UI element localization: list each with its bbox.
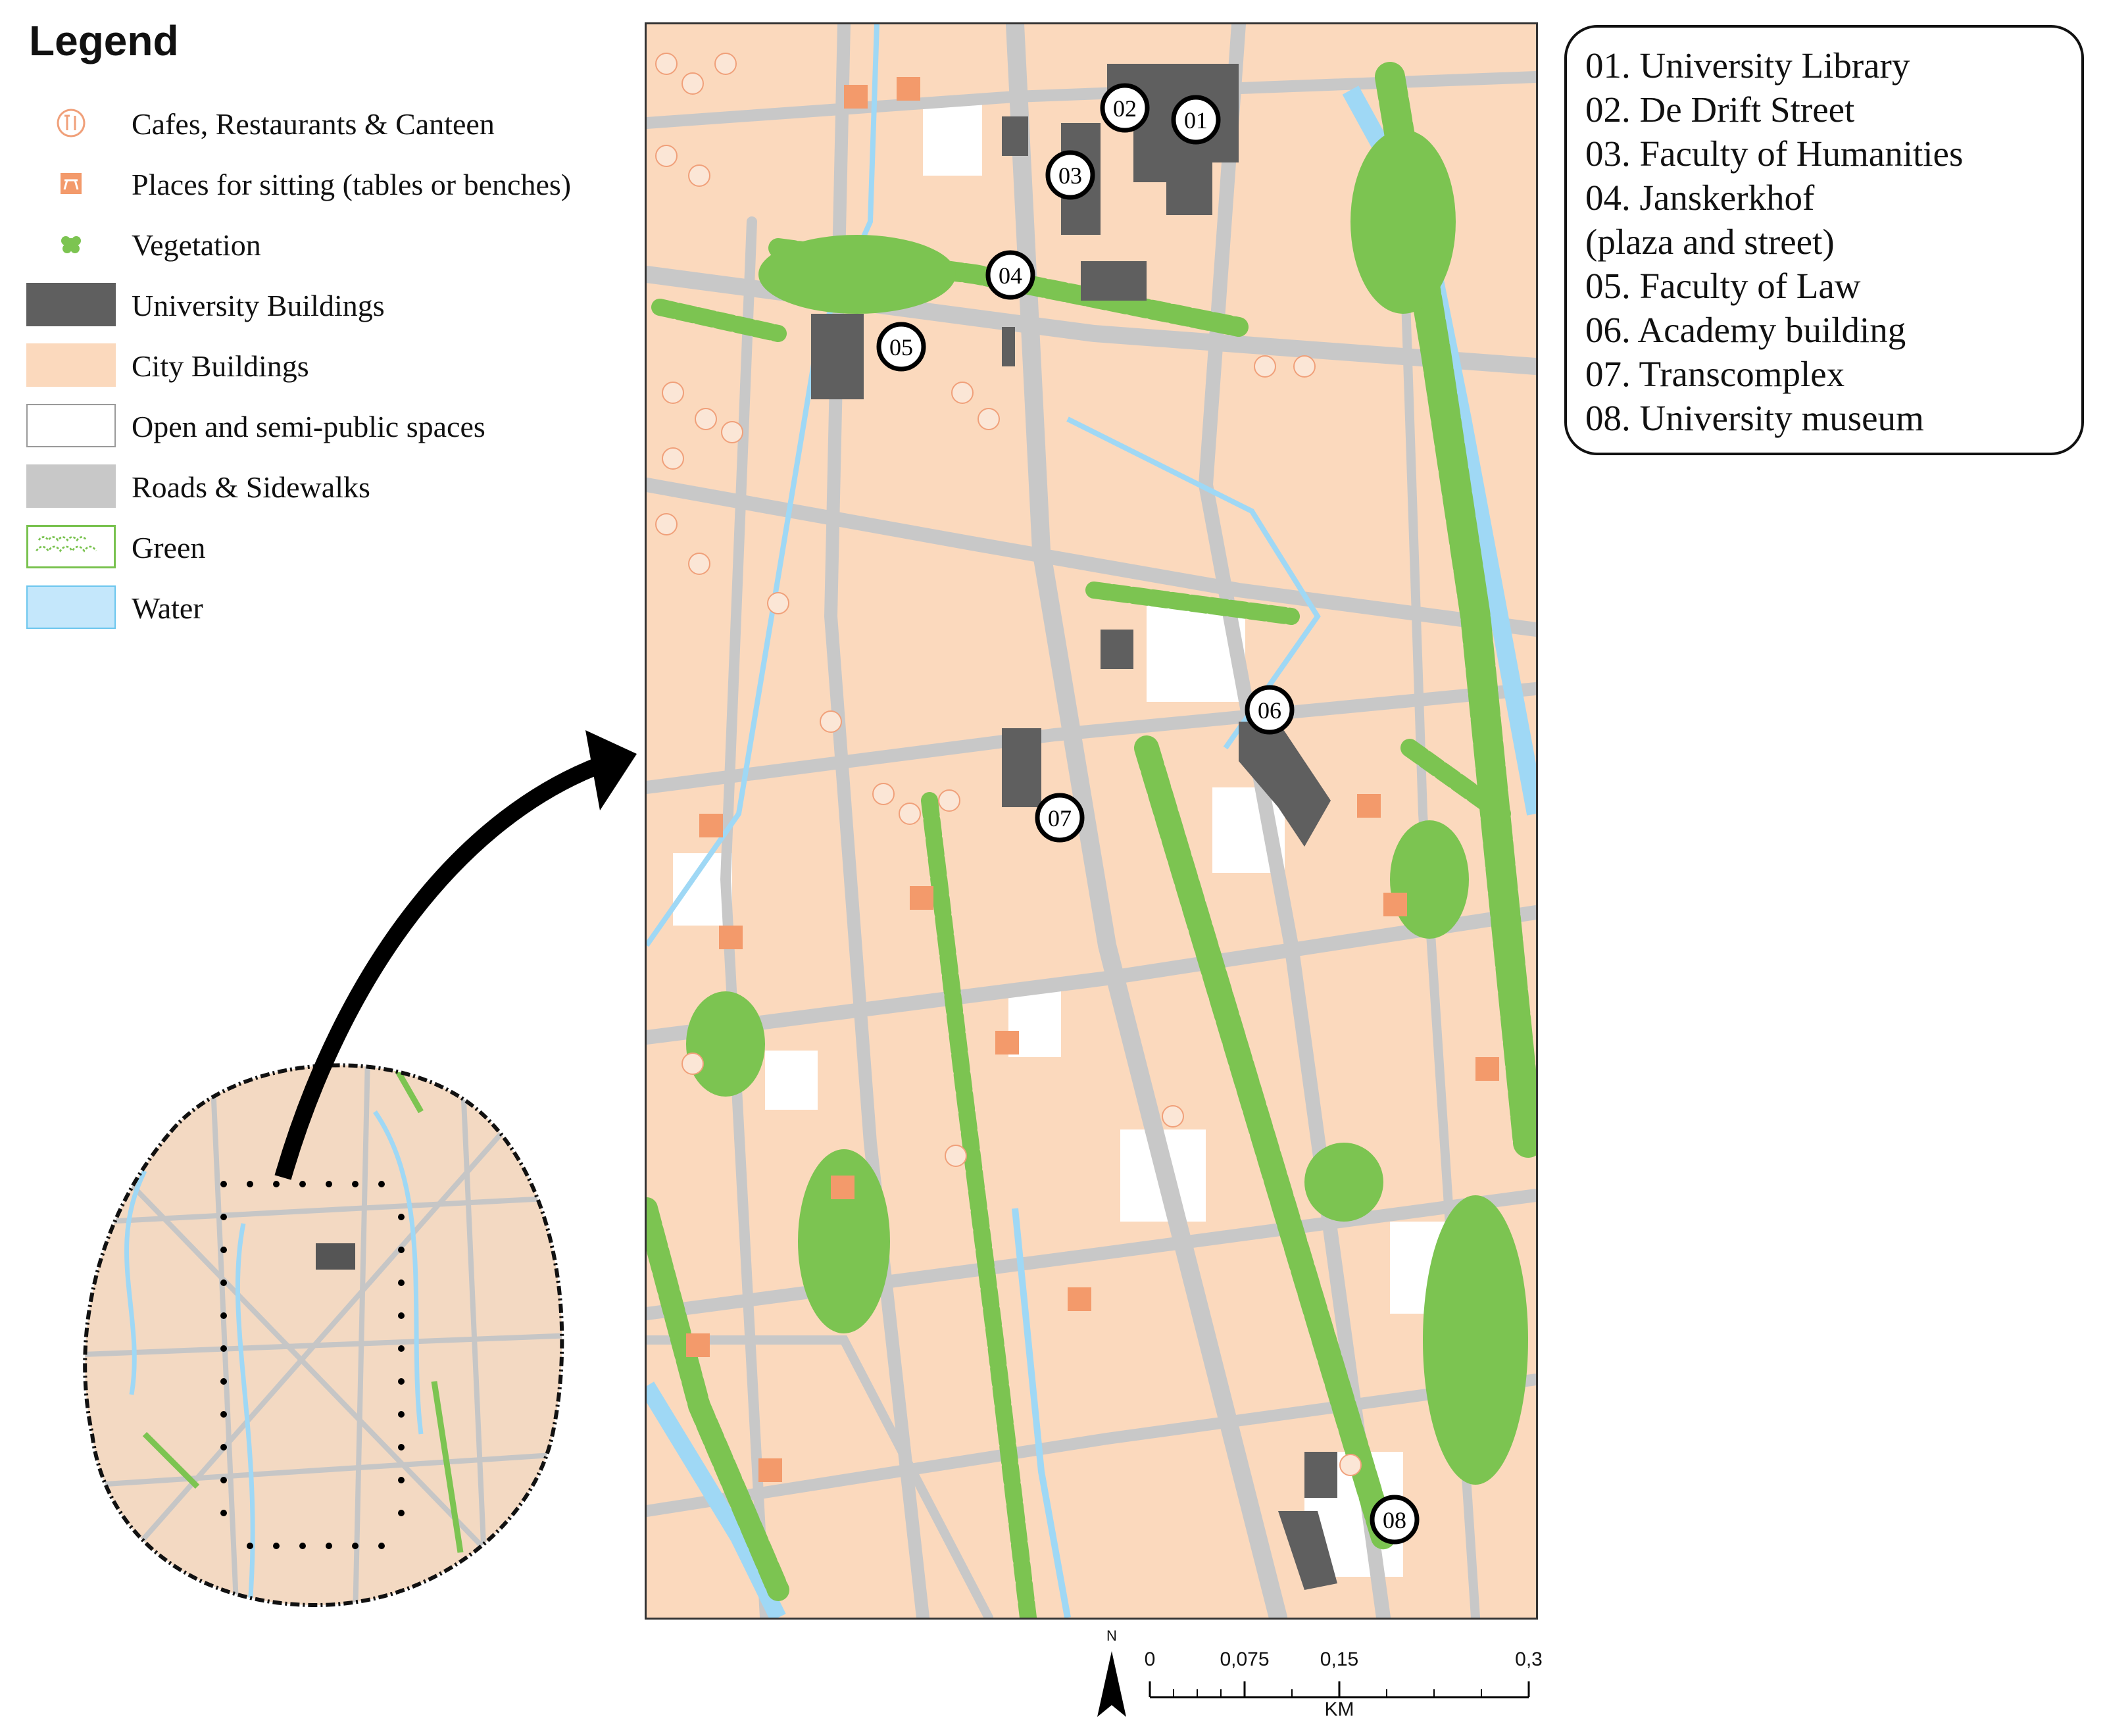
svg-text:06: 06	[1258, 697, 1281, 724]
legend-label: Open and semi-public spaces	[132, 410, 485, 443]
overview-canvas	[83, 1063, 564, 1608]
tree-icon	[61, 236, 81, 253]
legend-label: Places for sitting (tables or benches)	[132, 168, 572, 201]
marker-03: 03	[1045, 150, 1095, 200]
city-swatch	[26, 343, 116, 387]
bench-icon	[61, 173, 82, 194]
legend-label: University Buildings	[132, 289, 385, 322]
open-space-swatch	[26, 404, 116, 447]
overview-map	[66, 1026, 572, 1618]
marker-07: 07	[1035, 793, 1085, 843]
university-swatch	[26, 283, 116, 326]
marker-02: 02	[1100, 83, 1150, 133]
svg-text:02: 02	[1113, 95, 1137, 122]
svg-text:05: 05	[889, 334, 913, 360]
key-line: 06. Academy building	[1585, 310, 1906, 350]
north-label: N	[1106, 1627, 1117, 1644]
key-line: 05. Faculty of Law	[1585, 266, 1861, 306]
legend-item-green: Green	[26, 525, 638, 571]
scale-tick-label: 0	[1144, 1649, 1156, 1670]
legend: Legend Cafes, Restaurants & Canteen Plac…	[26, 17, 638, 629]
legend-item-water: Water	[26, 585, 638, 632]
north-arrow-icon	[1097, 1651, 1126, 1717]
map-canvas: 01 02 03 04 05 06	[647, 24, 1536, 1618]
svg-text:08: 08	[1383, 1507, 1406, 1533]
legend-item-roads: Roads & Sidewalks	[26, 464, 638, 510]
key-line: 07. Transcomplex	[1585, 354, 1845, 394]
marker-05: 05	[876, 322, 926, 372]
marker-08: 08	[1370, 1495, 1420, 1545]
scale-line	[1149, 1681, 1530, 1699]
svg-text:04: 04	[999, 262, 1022, 289]
roads	[647, 24, 1536, 1618]
marker-01: 01	[1171, 95, 1221, 145]
legend-label: Cafes, Restaurants & Canteen	[132, 107, 495, 141]
water-swatch	[26, 585, 116, 629]
scale-tick-label: 0,15	[1320, 1649, 1359, 1670]
legend-label: Vegetation	[132, 228, 261, 262]
legend-item-cafes: Cafes, Restaurants & Canteen	[26, 101, 638, 147]
legend-item-sitting: Places for sitting (tables or benches)	[26, 162, 638, 208]
key-line: 03. Faculty of Humanities	[1585, 134, 1964, 174]
landmark-markers: 01 02 03 04 05 06	[876, 83, 1420, 1545]
svg-text:01: 01	[1184, 107, 1208, 134]
marker-06: 06	[1245, 685, 1295, 735]
scale-bar: N 0 0,075 0,15 0,3 KM	[1085, 1625, 1559, 1724]
key-line: 01. University Library	[1585, 45, 1910, 86]
location-key: 01. University Library 02. De Drift Stre…	[1564, 25, 2084, 455]
legend-item-city: City Buildings	[26, 343, 638, 389]
legend-item-open: Open and semi-public spaces	[26, 404, 638, 450]
legend-label: Green	[132, 531, 206, 564]
scale-tick-label: 0,075	[1220, 1649, 1270, 1670]
main-map: 01 02 03 04 05 06	[645, 22, 1538, 1620]
legend-label: City Buildings	[132, 349, 309, 383]
cafe-icon	[57, 109, 86, 137]
scale-unit: KM	[1324, 1699, 1354, 1720]
key-line: 04. Janskerkhof	[1585, 178, 1815, 218]
vegetation-corridors	[647, 62, 1536, 1618]
legend-item-university: University Buildings	[26, 283, 638, 329]
key-line: (plaza and street)	[1585, 222, 1835, 262]
legend-item-vegetation: Vegetation	[26, 222, 638, 268]
seating-places	[686, 77, 1499, 1482]
scale-tick-label: 0,3	[1515, 1649, 1543, 1670]
cafes	[655, 53, 1362, 1476]
legend-title: Legend	[29, 17, 179, 64]
svg-text:07: 07	[1048, 805, 1072, 831]
key-line: 08. University museum	[1585, 398, 1924, 438]
svg-text:03: 03	[1058, 162, 1082, 189]
vegetation-clusters	[686, 130, 1528, 1485]
key-line: 02. De Drift Street	[1585, 89, 1855, 130]
green-swatch	[26, 525, 116, 568]
marker-04: 04	[985, 250, 1035, 300]
road-swatch	[26, 464, 116, 508]
legend-label: Water	[132, 591, 203, 625]
legend-label: Roads & Sidewalks	[132, 470, 370, 504]
